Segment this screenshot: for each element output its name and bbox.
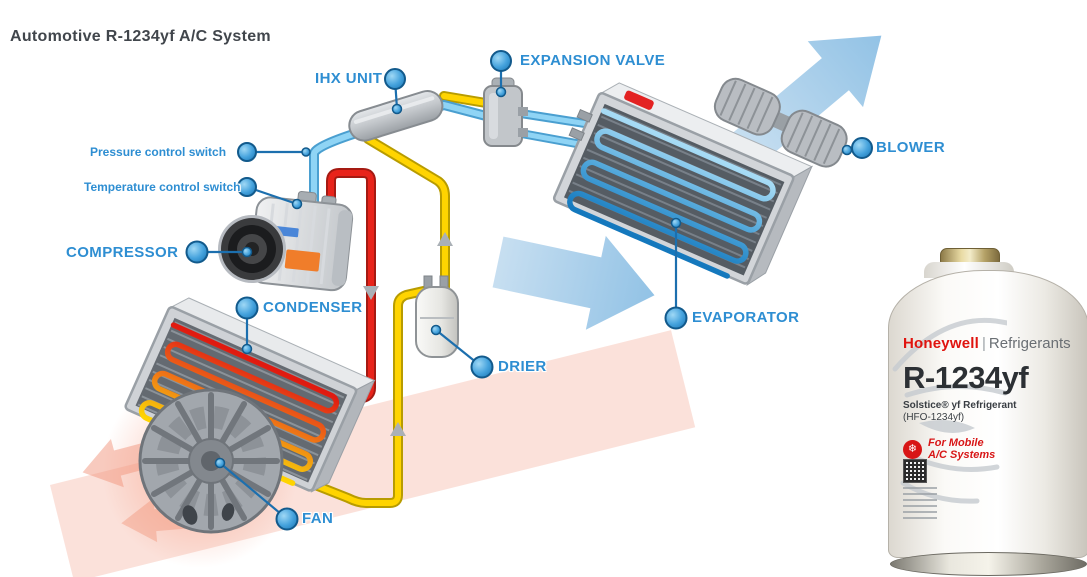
label-dots xyxy=(185,50,873,531)
product-line2: (HFO-1234yf) xyxy=(903,412,965,423)
label-ihx-unit: IHX UNIT xyxy=(315,70,383,87)
qr-code xyxy=(903,459,927,483)
refrigerant-can: Honeywell|Refrigerants R-1234yf Solstice… xyxy=(888,248,1087,576)
mobile-ac-badge: ❄ For Mobile A/C Systems xyxy=(903,437,1078,461)
label-fan: FAN xyxy=(302,510,334,527)
car-silhouette xyxy=(892,317,1007,504)
evaporator-coil xyxy=(567,108,776,279)
fan xyxy=(138,388,284,534)
can-body: Honeywell|Refrigerants R-1234yf Solstice… xyxy=(888,270,1087,558)
can-bottom-rim xyxy=(890,552,1087,576)
brand-family: Refrigerants xyxy=(988,335,1071,352)
evaporator-indicator xyxy=(624,90,654,110)
label-pressure-switch: Pressure control switch xyxy=(90,145,227,159)
cold-air-out-arrow xyxy=(731,35,882,167)
evaporator xyxy=(552,82,813,287)
page-title: Automotive R-1234yf A/C System xyxy=(10,28,271,45)
air-into-evaporator-arrow xyxy=(492,235,655,330)
label-blower: BLOWER xyxy=(876,139,946,156)
compressor-label-orange xyxy=(284,249,321,272)
expansion-valve xyxy=(483,77,528,147)
label-temperature-switch: Temperature control switch xyxy=(84,180,241,194)
label-drier: DRIER xyxy=(498,358,547,375)
compressor xyxy=(218,191,354,292)
badge-line1: For Mobile xyxy=(928,437,984,449)
product-line1: Solstice® yf Refrigerant xyxy=(903,400,1017,411)
badge-line2: A/C Systems xyxy=(928,449,996,461)
flow-chevron xyxy=(363,286,379,300)
can-brand-row: Honeywell|Refrigerants xyxy=(903,335,1078,352)
label-evaporator: EVAPORATOR xyxy=(692,309,800,326)
brand-divider: | xyxy=(982,335,986,352)
snowflake-icon: ❄ xyxy=(903,439,922,459)
honeywell-logo: Honeywell xyxy=(903,335,979,352)
flow-chevron xyxy=(390,422,406,436)
refrigerant-pipes xyxy=(305,91,595,508)
flow-chevron xyxy=(437,232,453,246)
blower xyxy=(713,77,848,168)
label-expansion-valve: EXPANSION VALVE xyxy=(520,52,666,69)
product-name: R-1234yf xyxy=(903,360,1029,395)
label-compressor: COMPRESSOR xyxy=(66,244,179,261)
label-condenser: CONDENSER xyxy=(263,299,363,316)
fine-print-text xyxy=(903,487,937,521)
